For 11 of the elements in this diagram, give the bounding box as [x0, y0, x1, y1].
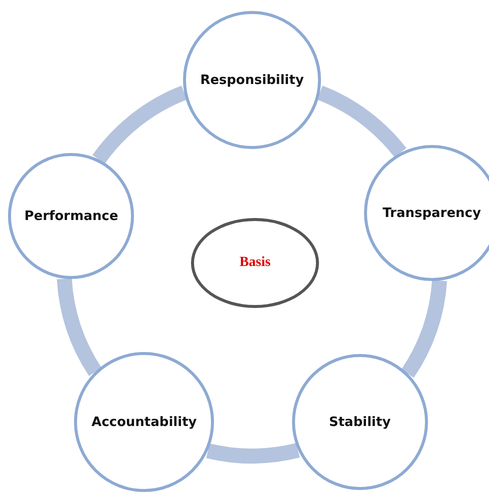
node-label: Accountability [92, 414, 197, 430]
node-label: Performance [24, 208, 118, 224]
ring-connector [92, 86, 188, 164]
node-label: Stability [328, 414, 391, 430]
ring-connector [401, 280, 448, 378]
ring-connector [56, 278, 102, 376]
ring-connector [316, 86, 406, 158]
node-label: Responsibility [200, 72, 304, 88]
ring-connector [206, 442, 300, 464]
node-label: Transparency [382, 206, 481, 221]
center-label: Basis [239, 255, 271, 271]
